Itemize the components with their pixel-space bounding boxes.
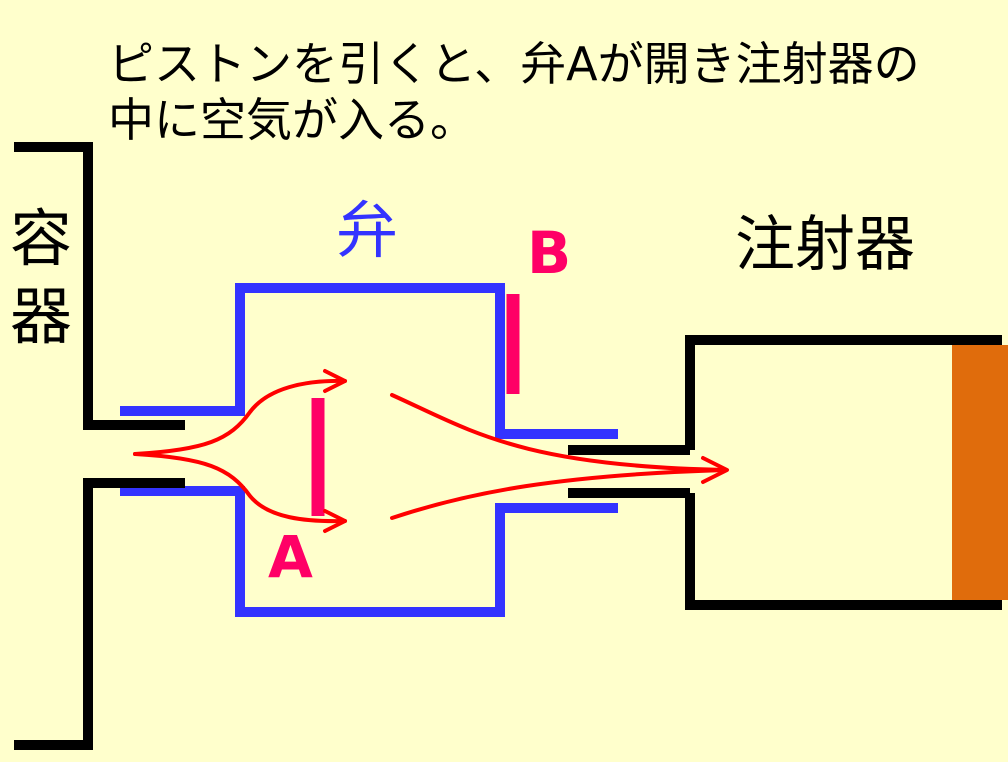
valve-a-label: A — [268, 523, 313, 591]
airflow-path-upper-right — [390, 393, 727, 472]
container-label: 容器 — [9, 202, 72, 353]
airflow-arrowhead-upper-left — [323, 369, 347, 393]
valve-b-label: B — [527, 219, 572, 287]
syringe-barrel — [685, 335, 1002, 610]
airflow-path-lower-right — [390, 468, 727, 520]
valve-body-lower — [120, 486, 618, 617]
valve-label: 弁 — [336, 194, 399, 267]
valve-body — [120, 283, 618, 617]
caption-text: ピストンを引くと、弁Aが開き注射器の 中に空気が入る。 — [108, 36, 1008, 148]
airflow-path-upper-left — [133, 378, 347, 456]
syringe-piston — [952, 345, 1008, 600]
airflow-path-lower-left — [133, 452, 347, 524]
airflow-arrows — [133, 369, 729, 533]
caption-line-2: 中に空気が入る。 — [108, 93, 476, 147]
valve-body-upper — [120, 283, 618, 439]
syringe-label: 注射器 — [735, 210, 915, 280]
syringe-barrel-upper — [685, 335, 1002, 450]
syringe-barrel-lower — [685, 493, 1002, 610]
caption-line-1: ピストンを引くと、弁Aが開き注射器の — [108, 37, 920, 91]
airflow-arrowhead-lower-left — [323, 509, 347, 533]
valve-tube — [120, 420, 690, 498]
airflow-arrowhead-right — [701, 456, 729, 484]
